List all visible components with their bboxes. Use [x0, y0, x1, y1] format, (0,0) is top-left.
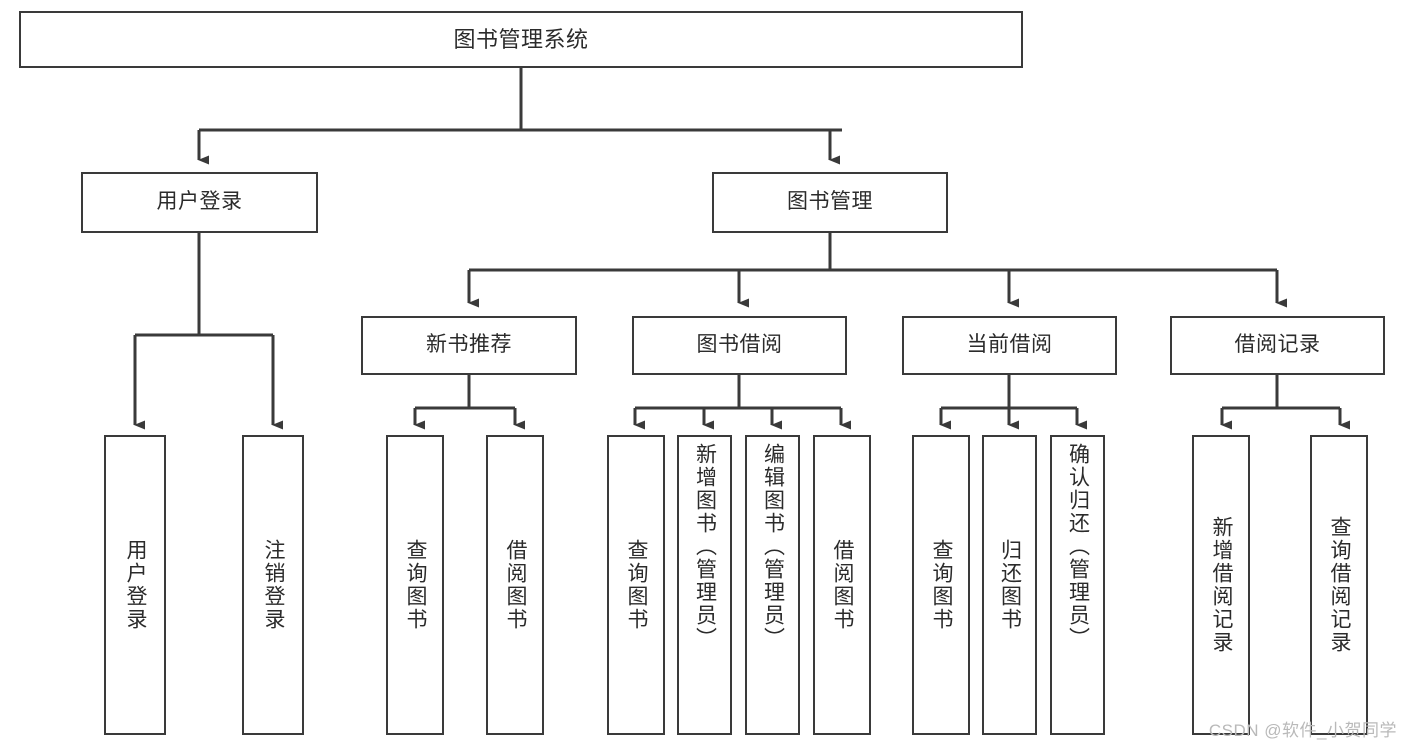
node-borrow-record[interactable]: 借阅记录: [1170, 316, 1385, 375]
leaf-current-borrow-query-label: 查询图书: [930, 539, 954, 631]
leaf-borrow-record-query-label: 查询借阅记录: [1328, 516, 1352, 654]
node-current-borrow-label: 当前借阅: [966, 333, 1053, 357]
leaf-current-borrow-confirm[interactable]: 确认归还（管理员）: [1050, 435, 1105, 735]
node-book-borrow-label: 图书借阅: [696, 333, 783, 357]
leaf-book-borrow-query[interactable]: 查询图书: [607, 435, 665, 735]
leaf-borrow-record-add-label: 新增借阅记录: [1210, 516, 1234, 654]
leaf-new-book-borrow[interactable]: 借阅图书: [486, 435, 544, 735]
node-new-book-recommend[interactable]: 新书推荐: [361, 316, 577, 375]
leaf-new-book-query-label: 查询图书: [404, 539, 428, 631]
leaf-borrow-record-query[interactable]: 查询借阅记录: [1310, 435, 1368, 735]
leaf-new-book-borrow-label: 借阅图书: [504, 539, 528, 631]
node-book-manage-label: 图书管理: [787, 190, 873, 214]
leaf-current-borrow-return-label: 归还图书: [998, 539, 1022, 631]
leaf-user-login-login[interactable]: 用户登录: [104, 435, 166, 735]
leaf-current-borrow-query[interactable]: 查询图书: [912, 435, 970, 735]
leaf-user-login-login-label: 用户登录: [124, 539, 148, 631]
watermark-text: CSDN @软件_小贺同学: [1208, 721, 1397, 740]
leaf-book-borrow-borrow-label: 借阅图书: [831, 539, 855, 631]
leaf-book-borrow-add[interactable]: 新增图书（管理员）: [677, 435, 732, 735]
node-borrow-record-label: 借阅记录: [1234, 333, 1321, 357]
leaf-new-book-query[interactable]: 查询图书: [386, 435, 444, 735]
node-current-borrow[interactable]: 当前借阅: [902, 316, 1117, 375]
leaf-book-borrow-add-label: 新增图书（管理员）: [693, 443, 717, 650]
node-user-login[interactable]: 用户登录: [81, 172, 318, 233]
leaf-book-borrow-edit-label: 编辑图书（管理员）: [761, 443, 785, 650]
leaf-book-borrow-query-label: 查询图书: [625, 539, 649, 631]
node-book-borrow[interactable]: 图书借阅: [632, 316, 847, 375]
leaf-borrow-record-add[interactable]: 新增借阅记录: [1192, 435, 1250, 735]
node-root-system[interactable]: 图书管理系统: [19, 11, 1023, 68]
leaf-book-borrow-edit[interactable]: 编辑图书（管理员）: [745, 435, 800, 735]
node-root-system-label: 图书管理系统: [453, 26, 589, 52]
leaf-book-borrow-borrow[interactable]: 借阅图书: [813, 435, 871, 735]
leaf-current-borrow-confirm-label: 确认归还（管理员）: [1066, 443, 1090, 650]
node-new-book-recommend-label: 新书推荐: [426, 333, 512, 357]
leaf-current-borrow-return[interactable]: 归还图书: [982, 435, 1037, 735]
leaf-user-login-logout-label: 注销登录: [262, 539, 286, 631]
node-user-login-label: 用户登录: [156, 190, 243, 214]
node-book-manage[interactable]: 图书管理: [712, 172, 948, 233]
leaf-user-login-logout[interactable]: 注销登录: [242, 435, 304, 735]
